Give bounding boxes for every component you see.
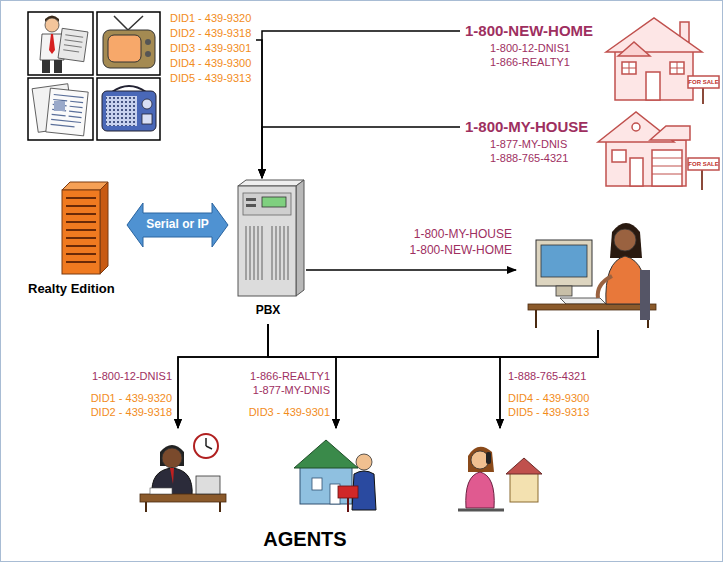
sign-text: FOR SALE: [688, 79, 718, 86]
node-text: DID5 - 439-9313: [170, 72, 251, 85]
realty-edition-server: Realty Edition: [25, 180, 125, 302]
television-icon: [97, 12, 160, 75]
node-text: DID5 - 439-9313: [508, 406, 589, 419]
agent-on-phone-icon: [458, 447, 542, 510]
house-for-sale-icon: [606, 18, 719, 104]
media-sources: DID1 - 439-9320DID2 - 439-9318DID3 - 439…: [25, 10, 256, 142]
node-text: 1-866-REALTY1: [490, 56, 570, 69]
section-heading: AGENTS: [263, 528, 346, 551]
node-text: 1-866-REALTY1: [250, 370, 330, 383]
node-text: Realty Edition: [28, 282, 115, 297]
agent-with-clock-icon: [140, 434, 226, 512]
sign-text: FOR SALE: [688, 161, 718, 168]
connector-line: [336, 330, 598, 428]
house-garage-icon: [598, 112, 719, 190]
connector-line: [178, 330, 598, 428]
agent: 1-866-REALTY11-877-MY-DNISDID3 - 439-930…: [292, 428, 378, 512]
node-text: DID3 - 439-9301: [249, 406, 330, 419]
connector-line: [306, 269, 516, 271]
agent-with-house-icon: [294, 440, 376, 512]
node-text: 1-877-MY-DNIS: [490, 138, 567, 151]
server-tower-icon: [62, 182, 108, 274]
agent: 1-800-12-DNIS1DID1 - 439-9320DID2 - 439-…: [138, 428, 228, 512]
edge-label: Serial or IP: [146, 218, 209, 232]
node-text: 1-800-NEW-HOME: [465, 22, 593, 39]
agent-computer: 1-800-MY-HOUSE1-800-NEW-HOME: [516, 210, 664, 330]
pbx-box: PBX: [230, 178, 306, 324]
pbx-cabinet-icon: [238, 180, 304, 296]
node-text: PBX: [256, 304, 281, 318]
node-text: DID4 - 439-9300: [170, 57, 251, 70]
node-text: 1-800-12-DNIS1: [490, 42, 570, 55]
radio-icon: [97, 78, 160, 140]
connector-line: [262, 31, 460, 178]
node-text: DID3 - 439-9301: [170, 42, 251, 55]
node-text: DID2 - 439-9318: [170, 27, 251, 40]
node-text: 1-888-765-4321: [490, 152, 568, 165]
node-text: 1-888-765-4321: [508, 370, 586, 383]
agent: 1-888-765-4321DID4 - 439-9300DID5 - 439-…: [455, 428, 541, 512]
node-text: 1-800-MY-HOUSE: [465, 118, 588, 135]
connector-line: [500, 330, 598, 428]
node-text: DID1 - 439-9320: [91, 392, 172, 405]
house-number-group: 1-800-NEW-HOME 1-800-12-DNIS11-866-REALTY…: [460, 15, 718, 107]
house-number-group: 1-800-MY-HOUSE 1-877-MY-DNIS1-888-765-432…: [460, 108, 718, 194]
node-text: 1-800-MY-HOUSE: [414, 228, 512, 242]
man-reading-icon: [28, 12, 93, 75]
node-text: 1-800-12-DNIS1: [92, 370, 172, 383]
agent-at-computer-icon: [528, 223, 656, 328]
node-text: DID2 - 439-9318: [91, 406, 172, 419]
node-text: 1-877-MY-DNIS: [253, 384, 330, 397]
newspaper-icon: [28, 78, 93, 140]
connector-line: [256, 40, 262, 178]
node-text: 1-800-NEW-HOME: [410, 244, 512, 258]
node-text: DID4 - 439-9300: [508, 392, 589, 405]
node-text: DID1 - 439-9320: [170, 12, 251, 25]
double-arrow: [127, 203, 228, 247]
connector-line: [262, 127, 460, 178]
